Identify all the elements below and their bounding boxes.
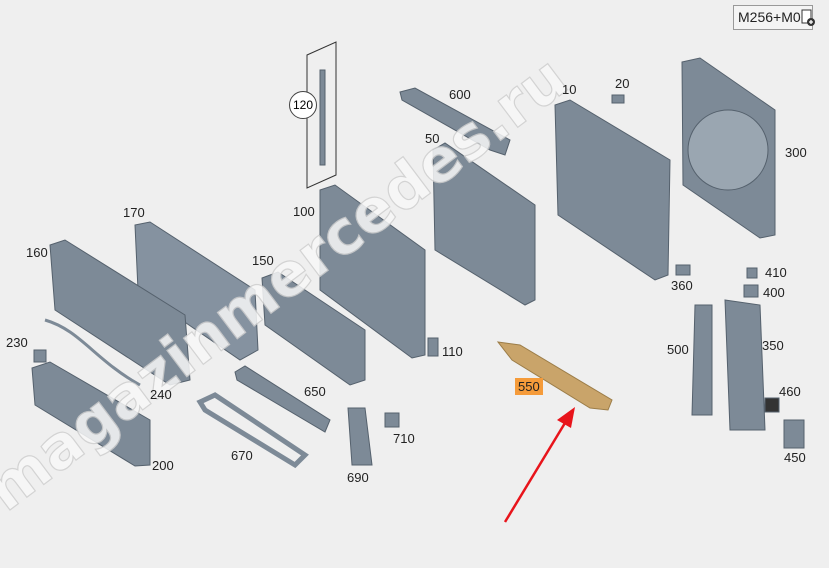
- callout-120[interactable]: 120: [289, 91, 317, 119]
- callout-160[interactable]: 160: [26, 245, 48, 260]
- part-550: [496, 341, 613, 411]
- part-150: [261, 271, 366, 386]
- callout-100[interactable]: 100: [293, 204, 315, 219]
- part-600: [399, 87, 511, 156]
- part-50: [432, 142, 536, 306]
- callout-450[interactable]: 450: [784, 450, 806, 465]
- callout-360[interactable]: 360: [671, 278, 693, 293]
- callout-400[interactable]: 400: [763, 285, 785, 300]
- part-690: [347, 407, 373, 466]
- part-670: [196, 392, 309, 469]
- part-230: [33, 349, 47, 363]
- part-410: [746, 267, 758, 279]
- pointer-arrowhead: [557, 407, 575, 428]
- callout-150[interactable]: 150: [252, 253, 274, 268]
- callout-170[interactable]: 170: [123, 205, 145, 220]
- callout-50[interactable]: 50: [425, 131, 440, 146]
- part-400: [743, 284, 759, 298]
- part-110: [427, 337, 439, 357]
- callout-550-selected[interactable]: 550: [515, 378, 543, 395]
- part-120: [306, 41, 337, 189]
- callout-600[interactable]: 600: [449, 87, 471, 102]
- part-300-fan: [687, 109, 769, 191]
- callout-300[interactable]: 300: [785, 145, 807, 160]
- callout-650[interactable]: 650: [304, 384, 326, 399]
- callout-110[interactable]: 110: [442, 344, 463, 359]
- part-710: [384, 412, 400, 428]
- callout-350[interactable]: 350: [762, 338, 784, 353]
- callout-240[interactable]: 240: [150, 387, 172, 402]
- model-code-label: M256+M01: [733, 5, 813, 30]
- part-10: [554, 99, 671, 281]
- callout-410[interactable]: 410: [765, 265, 787, 280]
- part-120-rod: [319, 69, 326, 166]
- part-460: [764, 397, 780, 413]
- part-500: [691, 304, 713, 416]
- part-160: [49, 239, 191, 386]
- callout-460[interactable]: 460: [779, 384, 801, 399]
- callout-690[interactable]: 690: [347, 470, 369, 485]
- callout-10[interactable]: 10: [562, 82, 577, 97]
- part-100: [319, 184, 426, 359]
- add-document-icon[interactable]: [801, 9, 815, 27]
- callout-710[interactable]: 710: [393, 431, 415, 446]
- part-360: [675, 264, 691, 276]
- part-650: [234, 365, 331, 433]
- part-200: [31, 361, 151, 467]
- part-350: [724, 299, 766, 431]
- callout-230[interactable]: 230: [6, 335, 28, 350]
- part-240: [44, 318, 141, 387]
- part-20: [611, 94, 625, 104]
- callout-20[interactable]: 20: [615, 76, 630, 91]
- callout-670[interactable]: 670: [231, 448, 253, 463]
- pointer-arrow: [503, 417, 570, 523]
- callout-200[interactable]: 200: [152, 458, 174, 473]
- part-450: [783, 419, 805, 449]
- callout-500[interactable]: 500: [667, 342, 689, 357]
